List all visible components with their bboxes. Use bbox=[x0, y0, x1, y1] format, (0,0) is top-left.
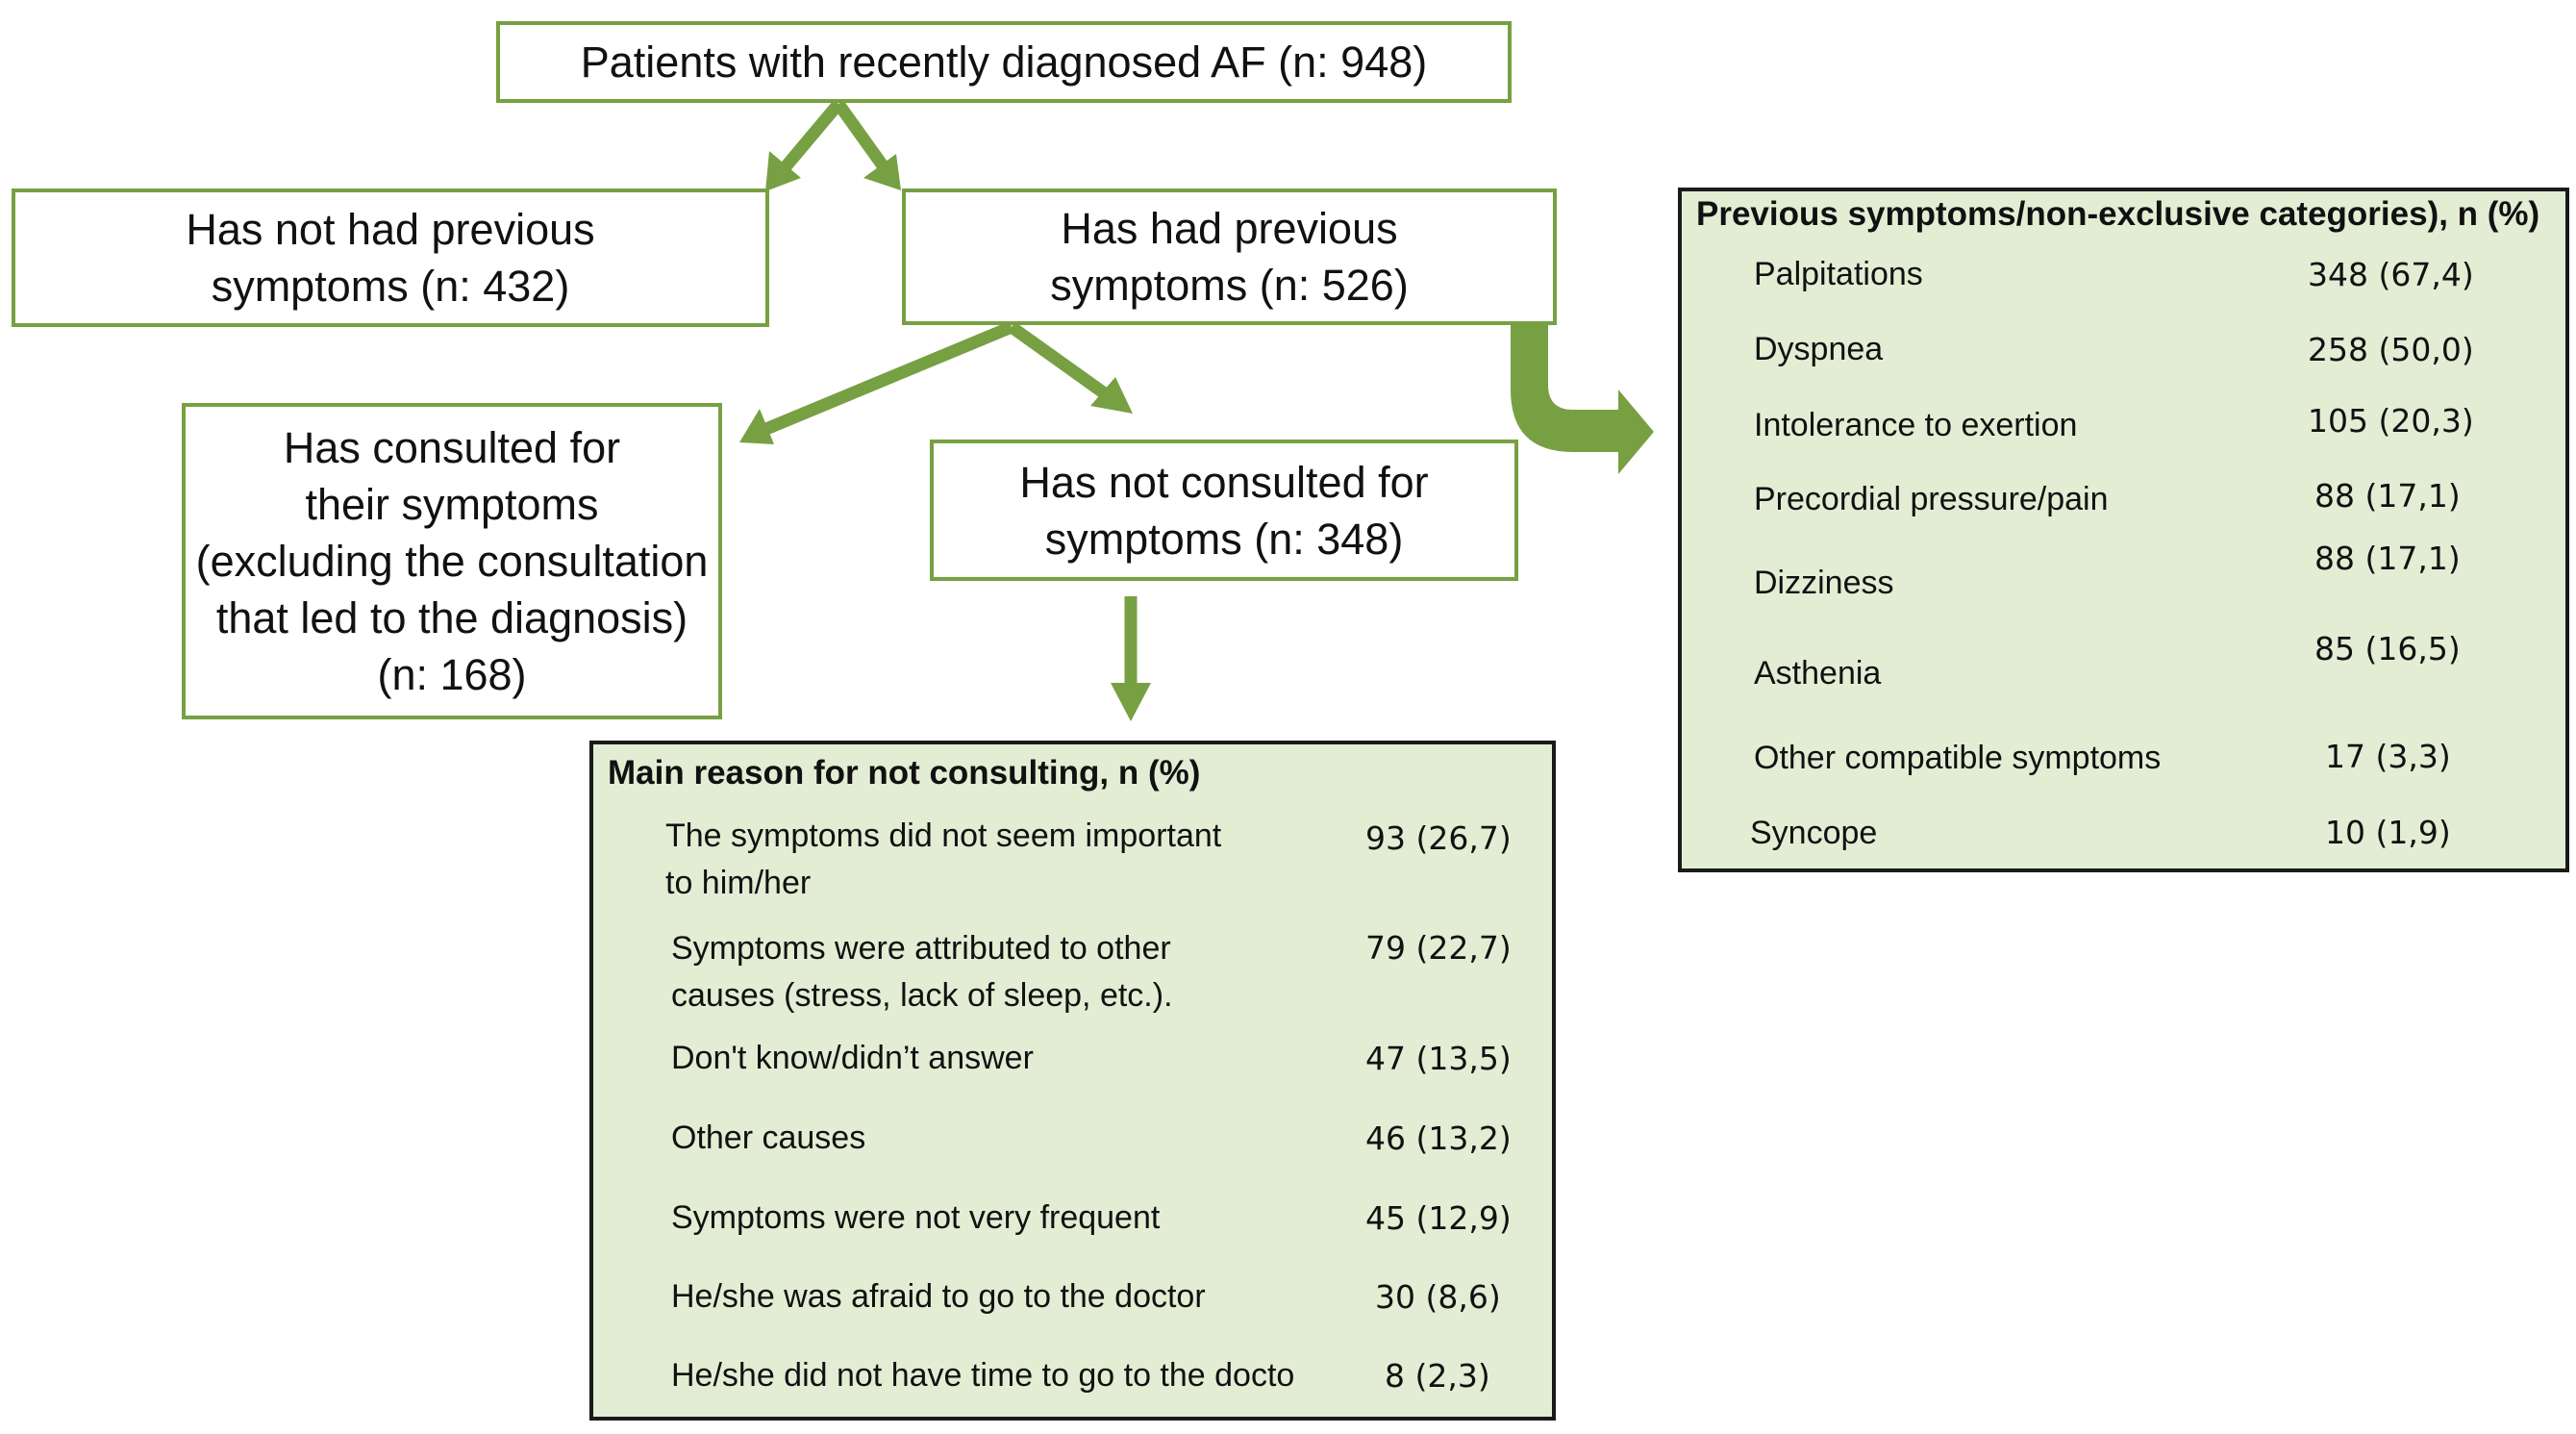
root-node-label: Patients with recently diagnosed AF (n: … bbox=[580, 38, 1428, 87]
reason-label: Other causes bbox=[671, 1120, 866, 1156]
not-consulted-node: Has not consulted for symptoms (n: 348) bbox=[930, 440, 1518, 581]
reasons-panel bbox=[589, 741, 1556, 1421]
arrow-root-to-had-symptoms bbox=[833, 100, 890, 172]
reason-value: 8 (2,3) bbox=[1385, 1357, 1490, 1395]
reason-label: Don't know/didn’t answer bbox=[671, 1040, 1034, 1076]
reason-value: 47 (13,5) bbox=[1365, 1040, 1512, 1077]
no-symptoms-node: Has not had previous symptoms (n: 432) bbox=[12, 189, 769, 327]
reason-value: 46 (13,2) bbox=[1365, 1120, 1512, 1157]
symptom-value: 105 (20,3) bbox=[2308, 402, 2474, 440]
symptom-label: Other compatible symptoms bbox=[1754, 740, 2162, 776]
consulted-line-1: Has consulted for bbox=[283, 423, 621, 472]
root-node: Patients with recently diagnosed AF (n: … bbox=[496, 21, 1512, 103]
reason-label: causes (stress, lack of sleep, etc.). bbox=[671, 977, 1173, 1014]
arrowhead-reasons bbox=[1111, 683, 1151, 721]
reason-label: He/she was afraid to go to the doctor bbox=[671, 1278, 1206, 1315]
symptom-label: Intolerance to exertion bbox=[1754, 407, 2078, 443]
symptom-value: 10 (1,9) bbox=[2325, 814, 2451, 851]
reason-value: 79 (22,7) bbox=[1365, 929, 1512, 967]
symptoms-panel bbox=[1678, 188, 2569, 872]
reasons-panel-title: Main reason for not consulting, n (%) bbox=[608, 754, 1201, 792]
arrow-root-to-no-symptoms bbox=[778, 99, 843, 175]
symptom-label: Dyspnea bbox=[1754, 331, 1884, 367]
not-consulted-line-1: Has not consulted for bbox=[1019, 457, 1429, 507]
reason-label: to him/her bbox=[665, 865, 812, 901]
no-symptoms-line-1: Has not had previous bbox=[186, 205, 595, 254]
symptom-label: Syncope bbox=[1750, 815, 1878, 851]
symptom-value: 88 (17,1) bbox=[2314, 540, 2461, 577]
symptoms-panel-title: Previous symptoms/non-exclusive categori… bbox=[1696, 195, 2540, 233]
not-consulted-line-2: symptoms (n: 348) bbox=[1044, 514, 1404, 564]
symptom-label: Dizziness bbox=[1754, 565, 1894, 601]
arrow-had-to-consulted bbox=[759, 320, 1014, 438]
consulted-line-5: (n: 168) bbox=[377, 650, 527, 699]
reason-value: 45 (12,9) bbox=[1365, 1199, 1512, 1237]
reason-label: Symptoms were attributed to other bbox=[671, 930, 1171, 967]
arrowhead-had-symptoms bbox=[863, 154, 901, 190]
arrow-had-to-symptoms-panel bbox=[1511, 325, 1654, 474]
had-symptoms-line-1: Has had previous bbox=[1061, 204, 1398, 253]
symptom-value: 258 (50,0) bbox=[2308, 331, 2474, 368]
consulted-line-3: (excluding the consultation bbox=[195, 537, 709, 586]
symptom-value: 348 (67,4) bbox=[2308, 256, 2474, 293]
symptom-value: 85 (16,5) bbox=[2314, 630, 2461, 667]
reason-label: Symptoms were not very frequent bbox=[671, 1199, 1161, 1236]
arrowhead-consulted bbox=[739, 409, 774, 444]
symptom-label: Precordial pressure/pain bbox=[1754, 481, 2109, 517]
reason-label: He/she did not have time to go to the do… bbox=[671, 1357, 1295, 1394]
consulted-line-4: that led to the diagnosis) bbox=[215, 593, 688, 642]
reason-value: 93 (26,7) bbox=[1365, 819, 1512, 857]
consulted-node: Has consulted for their symptoms (exclud… bbox=[182, 403, 722, 719]
symptom-label: Asthenia bbox=[1754, 655, 1882, 692]
symptom-value: 88 (17,1) bbox=[2314, 477, 2461, 515]
had-symptoms-node: Has had previous symptoms (n: 526) bbox=[902, 189, 1557, 325]
reason-value: 30 (8,6) bbox=[1375, 1278, 1501, 1316]
symptom-value: 17 (3,3) bbox=[2325, 738, 2451, 775]
consulted-line-2: their symptoms bbox=[305, 480, 599, 529]
reason-label: The symptoms did not seem important bbox=[665, 818, 1222, 854]
arrowhead-no-symptoms bbox=[765, 151, 801, 191]
symptom-label: Palpitations bbox=[1754, 256, 1923, 292]
arrow-had-to-not-consulted bbox=[1008, 321, 1110, 400]
arrowhead-not-consulted bbox=[1090, 377, 1133, 414]
no-symptoms-line-2: symptoms (n: 432) bbox=[211, 262, 570, 311]
had-symptoms-line-2: symptoms (n: 526) bbox=[1050, 261, 1409, 310]
